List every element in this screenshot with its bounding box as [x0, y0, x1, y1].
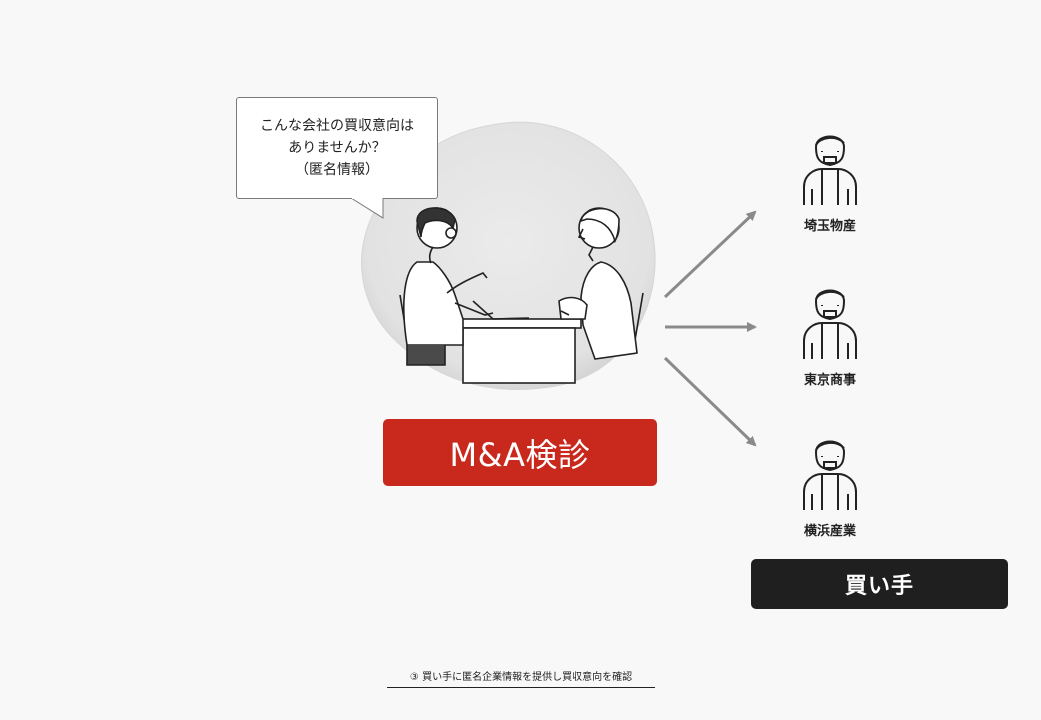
buyer-3: 横浜産業 — [785, 428, 875, 539]
ma-kenshin-button[interactable]: M&A検診 — [383, 419, 657, 486]
buyer-3-name: 横浜産業 — [803, 524, 856, 539]
buyer-2: 東京商事 — [785, 277, 875, 388]
arrow-to-buyer-1 — [663, 210, 757, 299]
arrows — [663, 210, 757, 447]
ma-kenshin-label: M&A検診 — [449, 435, 591, 474]
buyer-1: 埼玉物産 — [785, 123, 875, 234]
bubble-line-2: ありませんか？ — [288, 140, 386, 156]
buyer-label-button[interactable]: 買い手 — [751, 559, 1008, 609]
buyer-1-name: 埼玉物産 — [803, 219, 856, 234]
arrow-to-buyer-3 — [663, 356, 757, 447]
desk — [456, 318, 582, 329]
buyer-2-name: 東京商事 — [803, 373, 856, 388]
step-caption: ③ 買い手に匿名企業情報を提供し買収意向を確認 — [387, 668, 655, 688]
advisor-figure — [403, 207, 530, 366]
buyer-label: 買い手 — [844, 574, 914, 599]
person-icon — [803, 440, 857, 510]
person-icon — [803, 135, 857, 205]
bubble-line-3: （匿名情報） — [295, 162, 379, 178]
client-figure — [558, 207, 638, 360]
speech-bubble-tail — [350, 198, 384, 219]
person-icon — [803, 289, 857, 359]
speech-bubble: こんな会社の買収意向は ありませんか？ （匿名情報） — [236, 97, 438, 199]
bubble-line-1: こんな会社の買収意向は — [260, 118, 414, 134]
